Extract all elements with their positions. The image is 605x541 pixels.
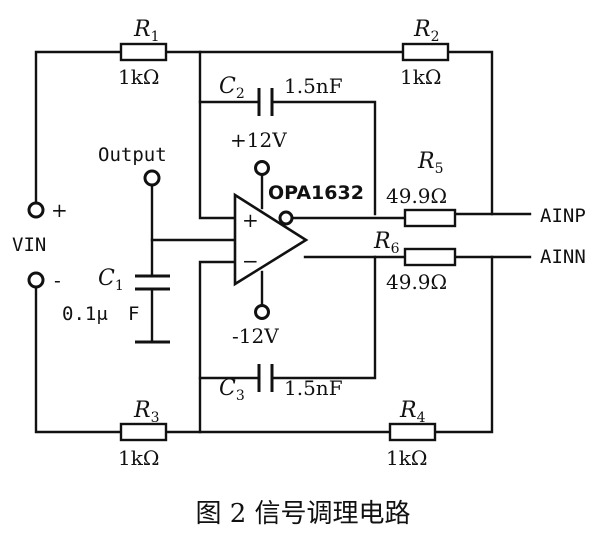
- resistor-r2: [401, 42, 450, 62]
- label-vpos: +12V: [230, 128, 287, 152]
- value-c1-line1: 0.1μ: [62, 303, 108, 325]
- vin-minus-terminal: [27, 271, 45, 289]
- resistor-r4: [388, 422, 437, 442]
- label-vin: VIN: [12, 234, 46, 256]
- opamp-opa1632: + −: [233, 192, 309, 287]
- opamp-output-node: [278, 210, 294, 226]
- figure-caption: 图 2 信号调理电路: [195, 499, 410, 529]
- label-r6: R6: [373, 229, 400, 257]
- value-r1: 1kΩ: [118, 65, 159, 89]
- label-vneg: -12V: [232, 324, 279, 348]
- capacitor-c3: [257, 364, 274, 392]
- resistor-r1: [119, 42, 168, 62]
- label-ainp: AINP: [540, 205, 586, 227]
- label-opamp: OPA1632: [268, 182, 364, 204]
- label-r2: R2: [413, 17, 440, 45]
- resistor-r3: [119, 422, 168, 442]
- label-r3: R3: [133, 398, 160, 426]
- value-r3: 1kΩ: [118, 446, 159, 470]
- capacitor-c2: [257, 88, 274, 116]
- resistor-r5: [403, 208, 457, 228]
- output-terminal: [143, 169, 161, 187]
- value-c3: 1.5nF: [284, 376, 343, 400]
- value-c2: 1.5nF: [284, 74, 343, 98]
- label-output: Output: [98, 144, 167, 166]
- capacitor-c1: [135, 274, 170, 344]
- opamp-minus-sign: −: [242, 249, 259, 273]
- vin-plus-terminal: [27, 201, 45, 219]
- label-c1: C1: [98, 266, 124, 294]
- value-r6: 49.9Ω: [386, 270, 447, 294]
- wires: [34, 50, 532, 434]
- vneg-terminal: [254, 304, 270, 320]
- label-r1: R1: [133, 17, 160, 45]
- label-c3: C3: [219, 376, 245, 404]
- label-vin-minus: -: [54, 268, 61, 292]
- resistor-r6: [403, 247, 457, 267]
- label-r5: R5: [417, 149, 444, 177]
- value-c1-line2: F: [128, 303, 139, 325]
- opamp-plus-sign: +: [242, 208, 259, 232]
- value-r2: 1kΩ: [400, 65, 441, 89]
- label-r4: R4: [399, 398, 426, 426]
- value-r4: 1kΩ: [386, 446, 427, 470]
- value-r5: 49.9Ω: [386, 184, 447, 208]
- vpos-terminal: [254, 160, 270, 176]
- label-c2: C2: [219, 74, 245, 102]
- label-ainn: AINN: [540, 246, 586, 268]
- label-vin-plus: +: [51, 198, 68, 222]
